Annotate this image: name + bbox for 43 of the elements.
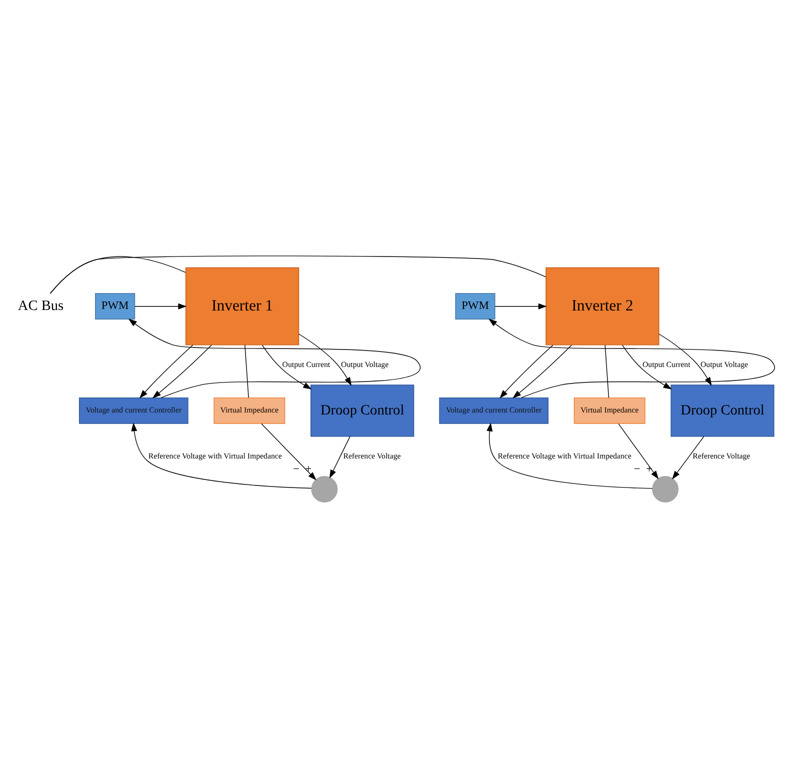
edge-label: Reference Voltage bbox=[343, 451, 401, 460]
arrow bbox=[500, 344, 554, 398]
edge-label: Output Current bbox=[642, 360, 690, 369]
arrow bbox=[486, 422, 653, 489]
edge-label: Output Voltage bbox=[341, 360, 389, 369]
connector bbox=[244, 344, 249, 398]
arrow bbox=[512, 344, 572, 398]
edge-label: Reference Voltage bbox=[692, 451, 750, 460]
arrow bbox=[488, 318, 775, 398]
arrow bbox=[134, 303, 187, 310]
arrow bbox=[131, 422, 312, 489]
arrow bbox=[618, 423, 659, 480]
edge-label: Reference Voltage with Virtual Impedance bbox=[148, 451, 282, 460]
arrow bbox=[672, 436, 704, 480]
node-box: Droop Control bbox=[670, 384, 774, 437]
arrow bbox=[261, 423, 316, 480]
node-box: Voltage and current Controller bbox=[78, 397, 188, 424]
arrow bbox=[494, 303, 547, 310]
arrow bbox=[139, 344, 194, 398]
node-box: PWM bbox=[455, 293, 496, 320]
node-box: Inverter 1 bbox=[185, 267, 300, 346]
arrow bbox=[658, 334, 712, 386]
node-box: PWM bbox=[95, 293, 136, 320]
node-label: − + bbox=[292, 464, 312, 476]
arrow bbox=[152, 344, 212, 398]
edge-label: Output Current bbox=[282, 360, 330, 369]
arrow bbox=[128, 318, 421, 398]
node-circle bbox=[652, 476, 679, 502]
node-box: Virtual Impedance bbox=[214, 397, 286, 424]
arrow bbox=[622, 344, 672, 390]
node-box: Virtual Impedance bbox=[574, 397, 646, 424]
node-circle bbox=[311, 476, 338, 502]
arrow bbox=[329, 436, 350, 478]
edge-label: Output Voltage bbox=[700, 360, 748, 369]
arrow bbox=[262, 344, 312, 390]
connector bbox=[50, 256, 546, 294]
node-box: Inverter 2 bbox=[546, 267, 660, 346]
node-text: AC Bus bbox=[18, 298, 64, 314]
connector bbox=[604, 344, 610, 398]
node-box: Voltage and current Controller bbox=[439, 397, 548, 424]
node-label: − + bbox=[634, 464, 652, 476]
edge-label: Reference Voltage with Virtual Impedance bbox=[498, 451, 632, 460]
node-box: Droop Control bbox=[310, 384, 414, 437]
